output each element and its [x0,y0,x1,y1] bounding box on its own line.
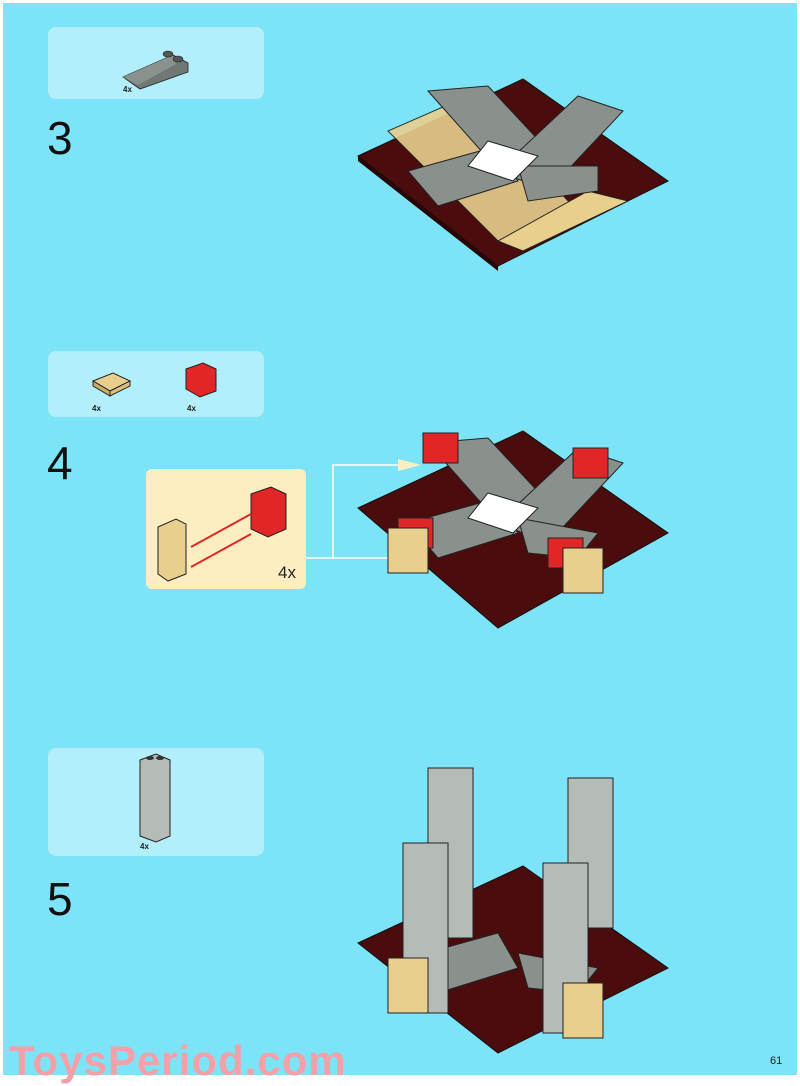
parts-list-step-3: 4x [48,27,264,99]
step-number: 4 [47,437,73,489]
part-qty: 4x [92,404,101,413]
sub-assembly-image [157,486,287,582]
step-5-model-image [357,767,669,1054]
step-number: 5 [47,873,73,925]
part-qty: 4x [187,404,196,413]
step-3-model-image [357,78,669,271]
page-number: 61 [770,1055,783,1067]
part-qty: 4x [123,85,132,94]
parts-list-step-5: 4x [48,748,264,856]
callout-qty: 4x [278,563,296,582]
slope-brick-icon [122,50,189,90]
tall-brick-icon [139,753,171,843]
instruction-page: 4x 3 4x 4x 4 4x [3,3,797,1084]
parts-list-step-4: 4x 4x [48,351,264,417]
watermark: ToysPeriod.com [9,1037,347,1084]
parts-icons [91,362,217,398]
sub-assembly-callout: 4x [146,469,306,589]
step-number: 3 [47,112,73,164]
step-4-arrows [306,430,669,629]
part-qty: 4x [140,842,149,851]
